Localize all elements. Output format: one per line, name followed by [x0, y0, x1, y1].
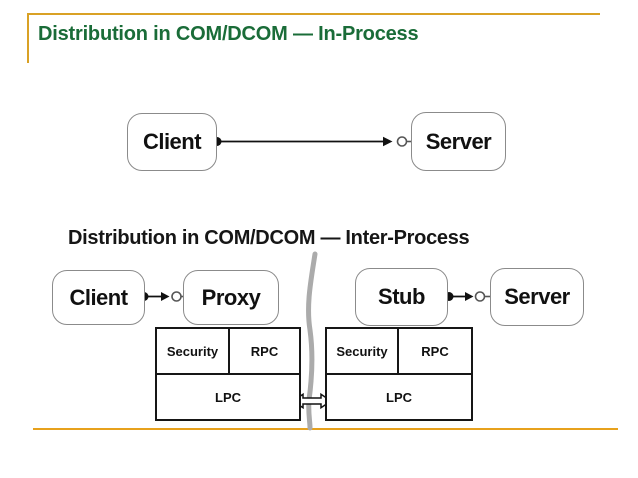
lpc-cell: LPC: [386, 389, 412, 405]
proxy-label: Proxy: [201, 284, 261, 310]
client-protocol-stack: Security RPC LPC: [155, 327, 301, 421]
stub-server-connection: [444, 291, 491, 302]
rpc-cell: RPC: [250, 343, 279, 359]
interface-lollipop-icon: [396, 136, 408, 147]
security-cell: Security: [157, 329, 230, 373]
inter-process-heading: Distribution in COM/DCOM — Inter-Process: [68, 227, 470, 249]
in-process-client-box: Client: [127, 113, 217, 171]
left-accent-rule: [27, 13, 29, 63]
process-boundary-line: [306, 251, 318, 431]
server-protocol-stack: Security RPC LPC: [325, 327, 473, 421]
stub-label: Stub: [378, 284, 425, 309]
inter-process-stub-box: Stub: [355, 268, 448, 326]
security-cell: Security: [327, 329, 399, 373]
client-proxy-connection: [139, 291, 185, 302]
arrowhead-icon: [383, 136, 393, 147]
inter-process-client-box: Client: [52, 270, 145, 325]
server-label: Server: [504, 284, 570, 309]
top-accent-rule: [27, 13, 600, 15]
interface-lollipop-icon: [171, 291, 182, 302]
arrowhead-icon: [465, 292, 474, 301]
in-process-server-box: Server: [411, 112, 506, 171]
page-title: Distribution in COM/DCOM — In-Process: [38, 23, 419, 45]
lpc-cell: LPC: [215, 389, 241, 405]
server-label: Server: [425, 128, 492, 154]
inter-process-server-box: Server: [490, 268, 584, 326]
client-label: Client: [69, 284, 128, 310]
interface-lollipop-icon: [474, 291, 486, 302]
client-label: Client: [142, 129, 202, 154]
in-process-connection: [212, 136, 412, 147]
arrowhead-icon: [161, 292, 170, 301]
inter-process-proxy-box: Proxy: [183, 270, 279, 325]
bottom-accent-rule: [33, 428, 618, 430]
stack-top-row: Security RPC: [327, 329, 471, 375]
stack-top-row: Security RPC: [157, 329, 299, 375]
rpc-cell: RPC: [421, 343, 449, 359]
